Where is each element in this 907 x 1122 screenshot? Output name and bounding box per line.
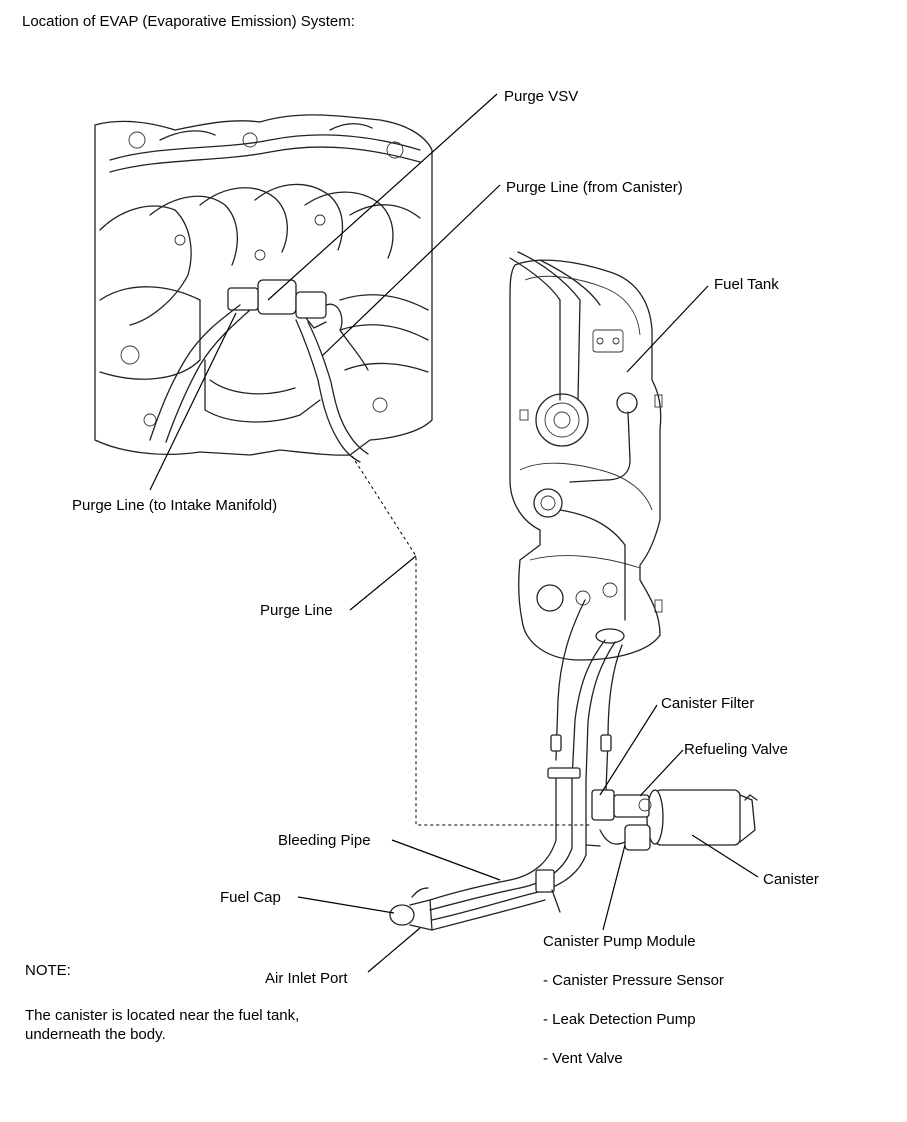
label-canister-filter: Canister Filter [661,695,754,712]
callout-line-refueling-valve [639,749,684,797]
callout-line-canister [691,834,759,878]
engine-illustration [94,114,433,463]
purge-line-dashed-route [351,455,590,826]
label-purge-line: Purge Line [260,602,333,619]
note-line-2: underneath the body. [25,1026,166,1043]
note-text: The canister is located near the fuel ta… [25,1006,299,1044]
label-refueling-valve: Refueling Valve [684,741,788,758]
labels: Purge VSV Purge Line (from Canister) Fue… [72,88,819,1067]
pump-module-part-1: - Canister Pressure Sensor [543,972,724,989]
callout-line-bleeding-pipe [391,839,501,881]
callout-line-canister-pump-module [602,844,626,931]
pipe-routing [389,599,623,931]
label-fuel-cap: Fuel Cap [220,889,281,906]
callout-line-canister-filter [599,704,658,796]
fuel-tank-illustration [509,251,663,661]
callout-line-fuel-cap [297,896,395,914]
label-purge-line-from-canister: Purge Line (from Canister) [506,179,683,196]
label-air-inlet-port: Air Inlet Port [265,970,348,987]
label-canister-pump-module: Canister Pump Module [543,933,696,950]
canister-illustration [585,789,758,851]
callout-lines [149,93,759,973]
pump-module-part-3: - Vent Valve [543,1050,623,1067]
label-bleeding-pipe: Bleeding Pipe [278,832,371,849]
label-canister: Canister [763,871,819,888]
callout-line-purge-line-to-intake [149,312,237,491]
label-fuel-tank: Fuel Tank [714,276,779,293]
callout-line-purge-line [349,555,417,611]
callout-line-purge-vsv [267,93,498,301]
label-purge-line-to-intake: Purge Line (to Intake Manifold) [72,497,277,514]
note-heading: NOTE: [25,962,71,979]
callout-line-fuel-tank [626,285,709,373]
diagram-title: Location of EVAP (Evaporative Emission) … [22,13,355,30]
callout-line-purge-line-from-canister [321,184,501,357]
label-purge-vsv: Purge VSV [504,88,578,105]
pump-module-part-2: - Leak Detection Pump [543,1011,696,1028]
note-line-1: The canister is located near the fuel ta… [25,1007,300,1024]
callout-line-air-inlet-port [367,927,421,973]
